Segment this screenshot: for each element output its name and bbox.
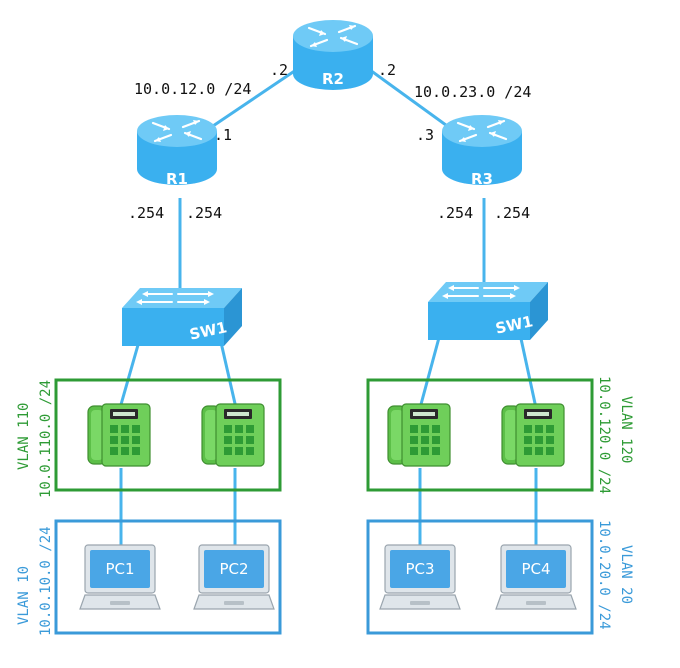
switch-icon xyxy=(121,287,243,347)
network-label-r1-r2: 10.0.12.0 /24 xyxy=(134,80,251,98)
vlan-10-box xyxy=(54,519,282,635)
pc-label: PC3 xyxy=(405,560,434,578)
ip-phone-icon[interactable] xyxy=(87,403,151,467)
vlan-120-subnet: 10.0.120.0 /24 xyxy=(596,376,612,494)
switch-icon xyxy=(427,281,549,341)
vlan-120-box xyxy=(366,378,594,492)
gateway-label-r1-left: .254 xyxy=(128,204,164,222)
vlan-120-name: VLAN 120 xyxy=(618,396,634,463)
interface-label-r2-left: .2 xyxy=(270,61,288,79)
vlan-20-name: VLAN 20 xyxy=(618,545,634,604)
pc2[interactable]: PC2 xyxy=(193,544,275,610)
interface-label-r3: .3 xyxy=(416,126,434,144)
router-r1[interactable]: R1 xyxy=(135,113,219,188)
link-sw-right-phone3 xyxy=(418,333,442,409)
ip-phone-icon[interactable] xyxy=(201,403,265,467)
links xyxy=(118,68,538,550)
gateway-label-r3-right: .254 xyxy=(494,204,530,222)
router-label: R1 xyxy=(166,170,188,188)
pc-label: PC4 xyxy=(521,560,550,578)
pc1[interactable]: PC1 xyxy=(79,544,161,610)
gateway-label-r1-right: .254 xyxy=(186,204,222,222)
interface-label-r2-right: .2 xyxy=(378,61,396,79)
switch-left[interactable]: SW1 xyxy=(121,287,243,347)
vlan-110-box xyxy=(54,378,282,492)
router-label: R3 xyxy=(471,170,493,188)
vlan-110-subnet: 10.0.110.0 /24 xyxy=(38,380,54,498)
link-sw-left-phone2 xyxy=(218,337,238,409)
switch-right[interactable]: SW1 xyxy=(427,281,549,341)
gateway-label-r3-left: .254 xyxy=(437,204,473,222)
pc-label: PC1 xyxy=(105,560,134,578)
link-r2-r3 xyxy=(369,68,451,130)
interface-label-r1: .1 xyxy=(214,126,232,144)
link-sw-right-phone4 xyxy=(518,333,538,409)
vlan-10-name: VLAN 10 xyxy=(16,566,32,625)
ip-phone-icon[interactable] xyxy=(501,403,565,467)
vlan-20-subnet: 10.0.20.0 /24 xyxy=(596,520,612,630)
pc-label: PC2 xyxy=(219,560,248,578)
vlan-10-subnet: 10.0.10.0 /24 xyxy=(38,526,54,636)
link-r1-r2 xyxy=(209,68,297,130)
router-r3[interactable]: R3 xyxy=(440,113,524,188)
router-label: R2 xyxy=(322,70,344,88)
vlan-110-name: VLAN 110 xyxy=(16,403,32,470)
vlan-20-box xyxy=(366,519,594,635)
pc3[interactable]: PC3 xyxy=(379,544,461,610)
ip-phone-icon[interactable] xyxy=(387,403,451,467)
link-sw-left-phone1 xyxy=(118,337,142,409)
router-r2[interactable]: R2 xyxy=(291,18,375,92)
network-label-r2-r3: 10.0.23.0 /24 xyxy=(414,83,531,101)
pc4[interactable]: PC4 xyxy=(495,544,577,610)
